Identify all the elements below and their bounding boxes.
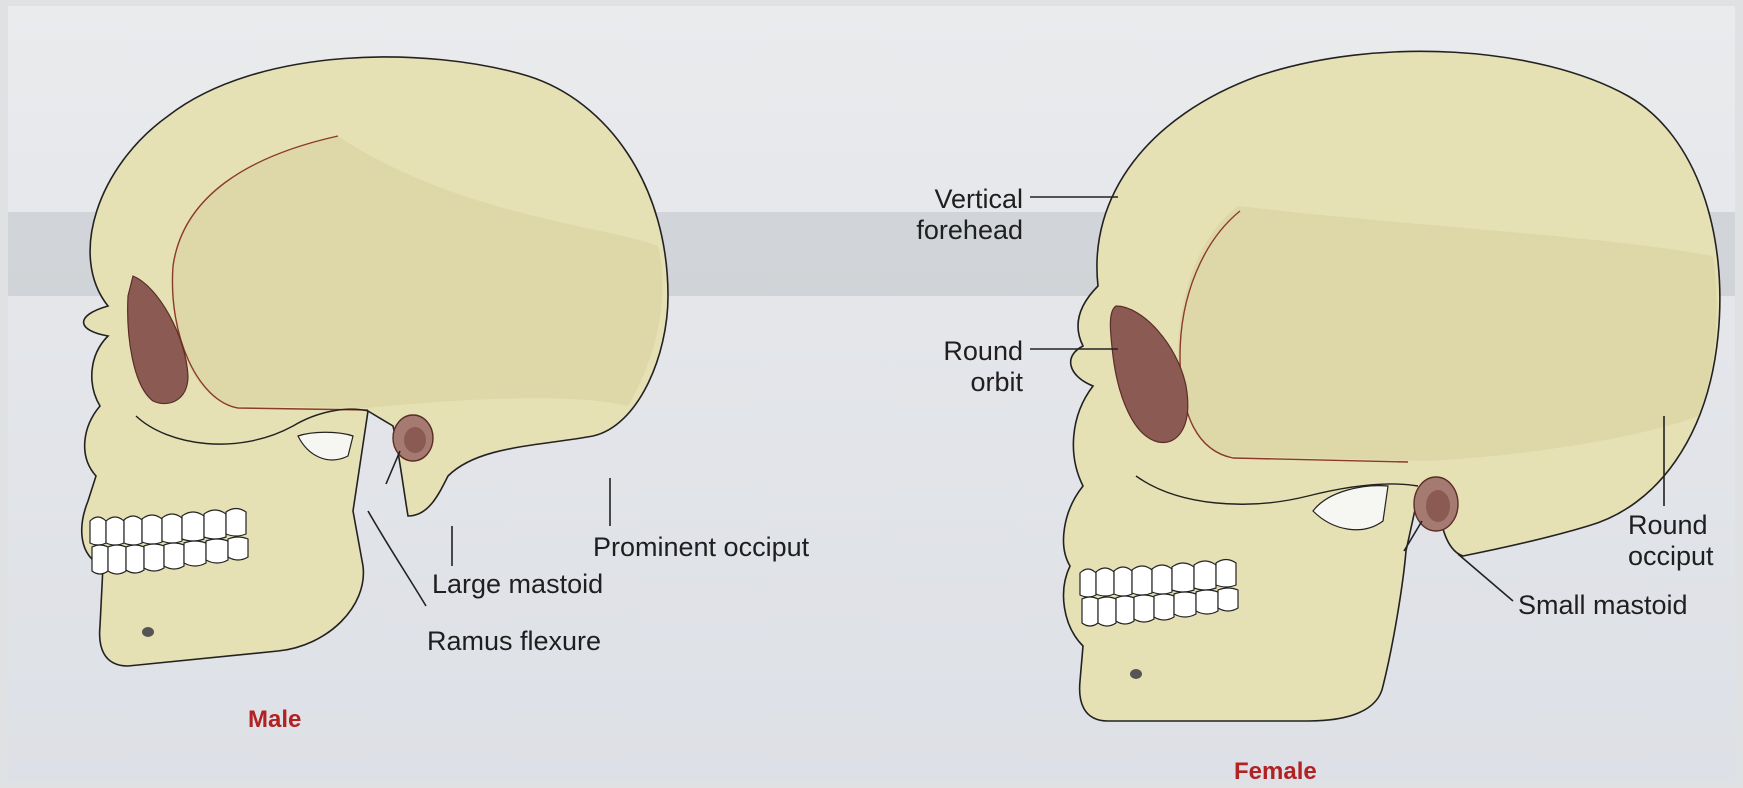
skull-illustrations [8, 6, 1735, 782]
label-round-orbit-line2: orbit [908, 367, 1023, 398]
label-vertical-forehead-line1: Vertical [888, 184, 1023, 215]
female-mastoid-inner [1426, 490, 1450, 522]
caption-male: Male [248, 706, 301, 734]
caption-female: Female [1234, 758, 1317, 782]
label-prominent-occiput: Prominent occiput [593, 532, 809, 563]
male-mental-foramen [142, 627, 154, 637]
label-round-occiput: Round occiput [1628, 510, 1714, 572]
label-round-orbit: Round orbit [908, 336, 1023, 398]
label-vertical-forehead-line2: forehead [888, 215, 1023, 246]
label-round-orbit-line1: Round [908, 336, 1023, 367]
label-large-mastoid: Large mastoid [432, 569, 603, 600]
male-mastoid-inner [404, 427, 426, 453]
label-ramus-flexure: Ramus flexure [427, 626, 601, 657]
textbook-page: Prominent occiput Large mastoid Ramus fl… [8, 6, 1735, 782]
label-small-mastoid: Small mastoid [1518, 590, 1688, 621]
female-mental-foramen [1130, 669, 1142, 679]
label-round-occiput-line1: Round [1628, 510, 1714, 541]
label-round-occiput-line2: occiput [1628, 541, 1714, 572]
male-styloid [386, 451, 400, 484]
label-vertical-forehead: Vertical forehead [888, 184, 1023, 246]
